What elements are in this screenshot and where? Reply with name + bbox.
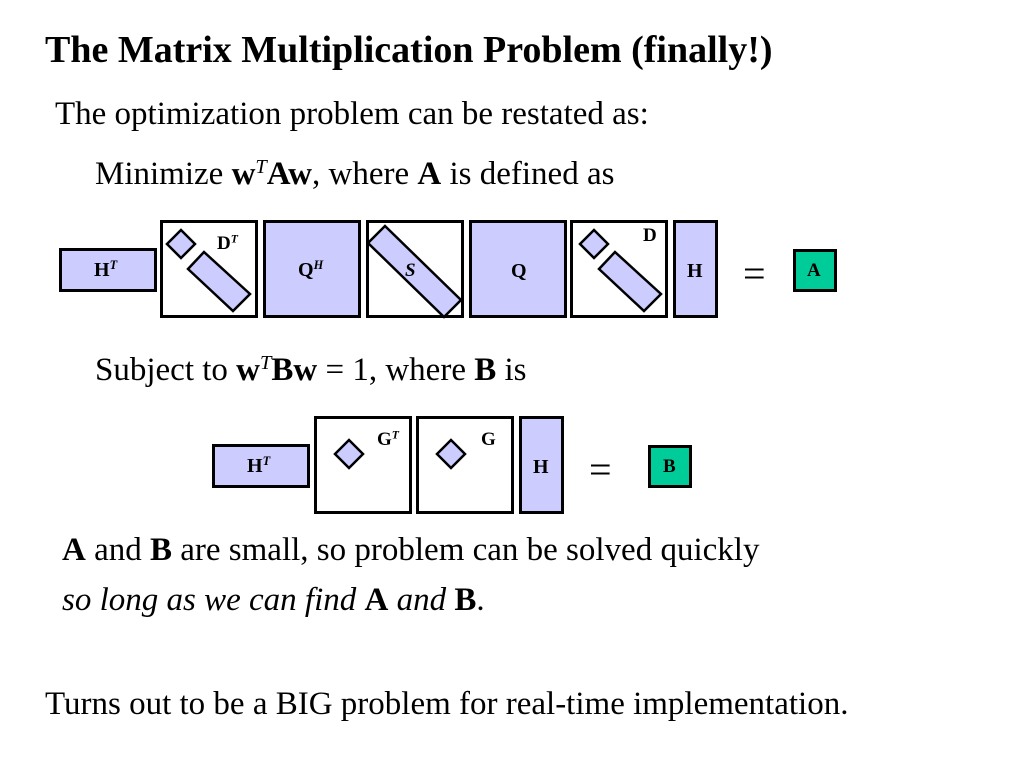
- constraint-prefix: Subject to: [95, 352, 237, 388]
- matrix-d: D: [570, 220, 668, 318]
- matrix-h-transpose-b-label: HT: [247, 454, 271, 477]
- matrix-d-transpose: DT: [160, 220, 258, 318]
- objective-a2: A: [417, 156, 442, 192]
- matrix-h-transpose-label: HT: [94, 258, 118, 281]
- result-matrix-b: B: [648, 445, 692, 488]
- constraint-b: B: [271, 352, 294, 388]
- equals-sign-b: =: [589, 447, 612, 492]
- objective-a: A: [266, 156, 289, 192]
- matrix-s-label: S: [405, 260, 416, 281]
- matrix-g-transpose: GT: [314, 416, 412, 514]
- matrix-q-label: Q: [511, 260, 527, 282]
- matrix-d-transpose-label: DT: [217, 232, 238, 254]
- note-italic-2: and: [388, 582, 455, 618]
- objective-sup-t: T: [255, 155, 267, 178]
- matrix-q-hermitian: QH: [263, 220, 361, 318]
- matrix-h-label: H: [687, 260, 703, 282]
- objective-suffix: is defined as: [441, 156, 615, 192]
- result-b-label: B: [663, 456, 676, 477]
- constraint-b2: B: [474, 352, 497, 388]
- result-matrix-a: A: [793, 249, 837, 292]
- objective-prefix: Minimize: [95, 156, 232, 192]
- intro-text: The optimization problem can be restated…: [55, 96, 649, 132]
- note-italic-1: so long as we can find: [62, 582, 365, 618]
- slide-title: The Matrix Multiplication Problem (final…: [45, 29, 773, 71]
- note-a2: A: [364, 582, 389, 618]
- note-b2: B: [454, 582, 477, 618]
- matrix-g-label: G: [481, 429, 496, 450]
- constraint-eq: = 1, where: [317, 352, 475, 388]
- g-shape: [435, 438, 467, 470]
- matrix-h: H: [673, 220, 718, 318]
- s-diagonal-shape: [366, 224, 463, 319]
- constraint-sup-t: T: [260, 351, 272, 374]
- objective-w2: w: [288, 156, 313, 192]
- matrix-h-b-label: H: [533, 456, 549, 478]
- note-period: .: [476, 582, 485, 618]
- note-b: B: [150, 532, 173, 568]
- matrix-q: Q: [469, 220, 567, 318]
- d-shapes: [578, 228, 663, 313]
- constraint-w: w: [236, 352, 260, 388]
- matrix-h-b: H: [519, 416, 564, 514]
- matrix-h-transpose-b: HT: [212, 444, 310, 488]
- constraint-suffix: is: [496, 352, 527, 388]
- note-rest: are small, so problem can be solved quic…: [172, 532, 760, 568]
- result-a-label: A: [807, 260, 821, 281]
- matrix-q-hermitian-label: QH: [298, 258, 324, 281]
- objective-text: Minimize wTAw, where A is defined as: [95, 156, 614, 193]
- conclusion-text: Turns out to be a BIG problem for real-t…: [45, 686, 849, 722]
- objective-middle: , where: [312, 156, 418, 192]
- d-transpose-shapes: [165, 228, 252, 313]
- objective-w: w: [231, 156, 256, 192]
- matrix-g-transpose-label: GT: [377, 428, 399, 450]
- matrix-h-transpose: HT: [59, 248, 157, 292]
- g-transpose-shape: [333, 438, 365, 470]
- note-and: and: [85, 532, 150, 568]
- constraint-text: Subject to wTBw = 1, where B is: [95, 352, 527, 389]
- matrix-g: G: [416, 416, 514, 514]
- note-a: A: [62, 532, 86, 568]
- note-line-2: so long as we can find A and B.: [62, 582, 485, 619]
- constraint-w2: w: [293, 352, 318, 388]
- matrix-d-label: D: [643, 225, 657, 246]
- matrix-s: S: [366, 220, 464, 319]
- note-line-1: A and B are small, so problem can be sol…: [62, 532, 759, 569]
- equals-sign-a: =: [743, 251, 766, 296]
